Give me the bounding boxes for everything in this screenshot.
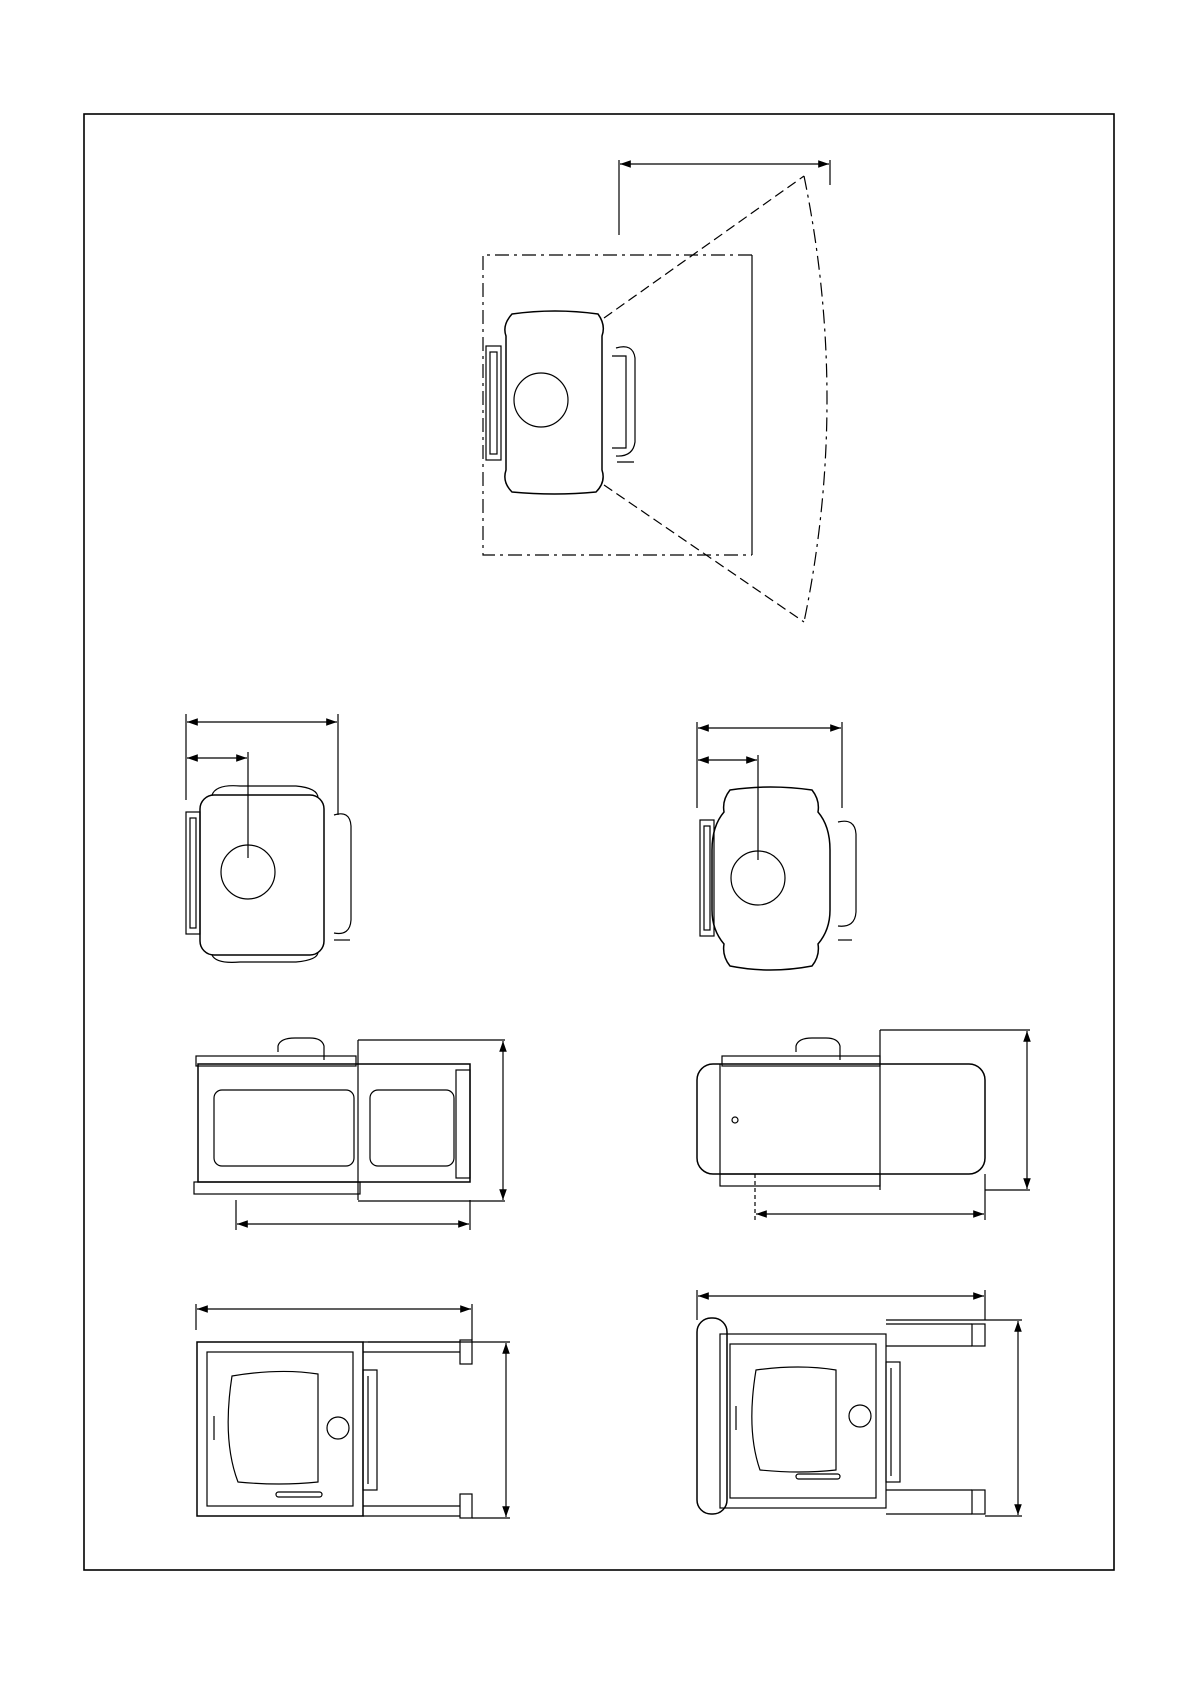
air-vent-slot <box>276 1492 322 1497</box>
stove-door-side <box>486 346 501 460</box>
stove-body-top <box>505 311 603 494</box>
control-knob <box>732 1117 738 1123</box>
swing-line-bottom <box>604 485 804 622</box>
stove-body-side <box>198 1064 470 1182</box>
rear-leg <box>972 1324 985 1346</box>
stove-body-top <box>200 795 324 955</box>
stove-front <box>697 1318 727 1514</box>
door-swing-arc <box>804 176 827 622</box>
top-view-stove-b <box>697 722 856 970</box>
side-view-stove-b <box>697 1030 1030 1220</box>
top-view-stove-a <box>186 714 351 962</box>
side-view-stove-a <box>194 1038 505 1230</box>
top-handle <box>796 1038 840 1060</box>
stove-handle <box>334 814 351 934</box>
stove-front <box>197 1342 363 1516</box>
brand-badge <box>327 1417 349 1439</box>
brand-badge <box>849 1405 871 1427</box>
flue-outlet <box>514 373 568 427</box>
front-view-stove-b <box>697 1290 1022 1516</box>
air-vent-slot <box>796 1474 840 1479</box>
front-view-stove-a <box>196 1304 510 1518</box>
viewing-window <box>228 1371 318 1484</box>
stove-body-side <box>697 1064 985 1174</box>
stove-door-side <box>186 812 200 934</box>
swing-line-top <box>604 176 804 318</box>
rear-leg <box>460 1340 472 1364</box>
top-view-door-swing <box>483 160 830 622</box>
stove-handle <box>838 821 856 926</box>
clearance-boundary <box>483 255 752 555</box>
viewing-window <box>752 1367 836 1472</box>
top-handle <box>278 1038 324 1060</box>
stove-body-top <box>712 787 830 970</box>
